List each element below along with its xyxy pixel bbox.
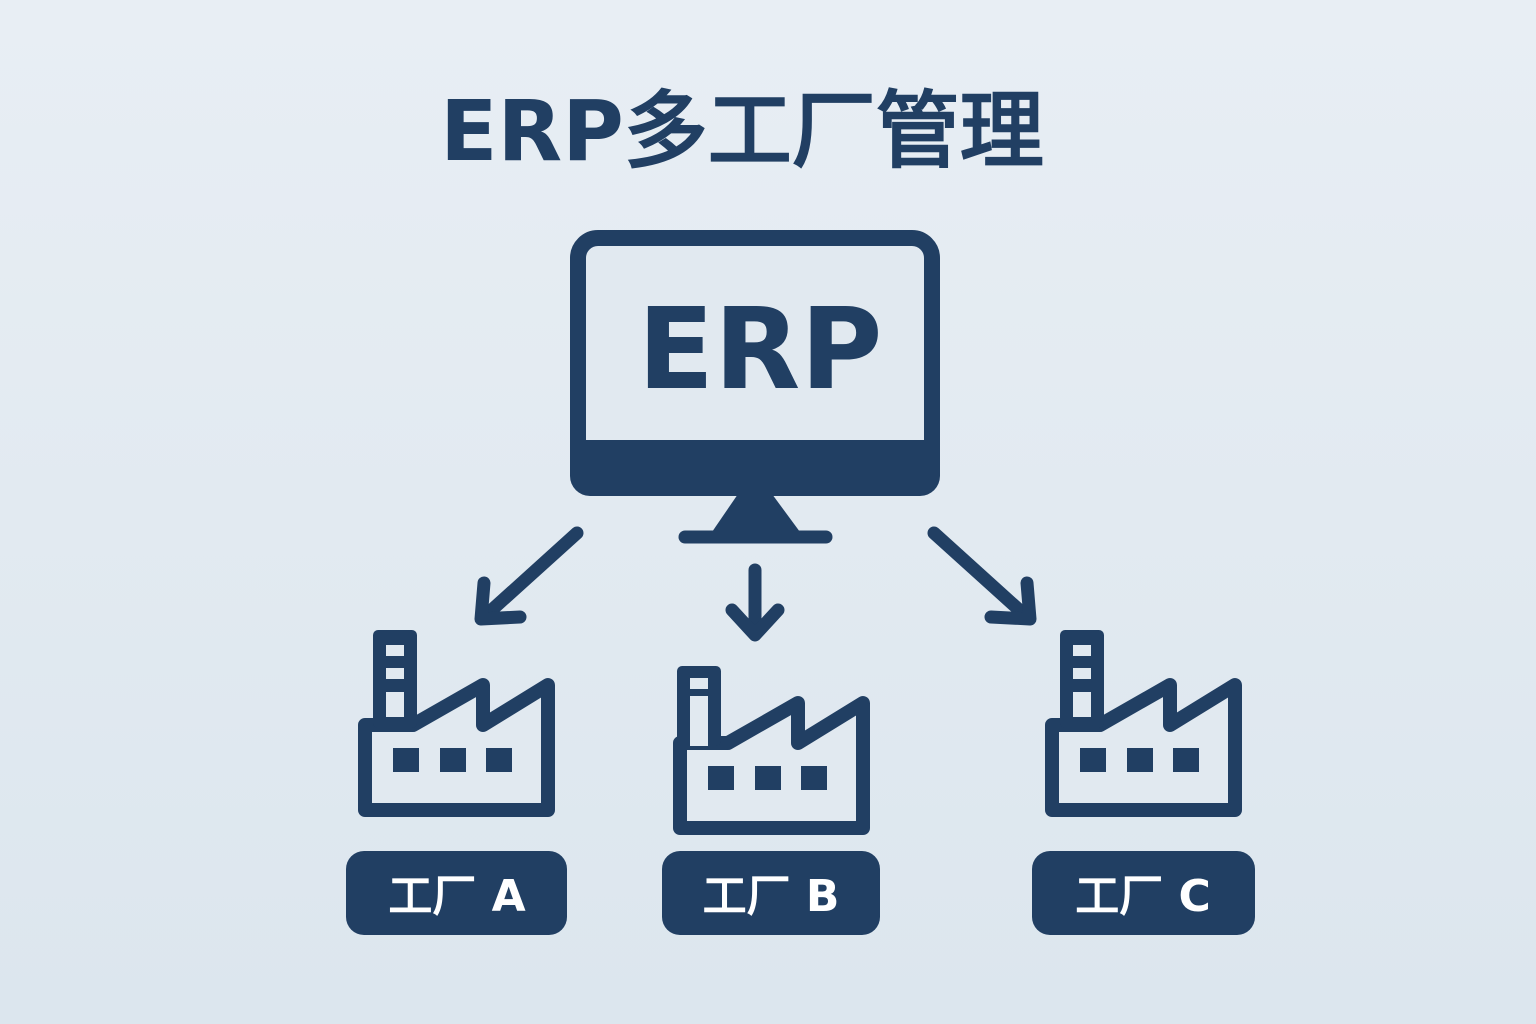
- svg-text:工厂 B: 工厂 B: [703, 871, 840, 922]
- factory-icon-c: [1052, 630, 1235, 810]
- factory-icon-b: [677, 666, 863, 828]
- page-title: ERP多工厂管理: [440, 82, 1044, 180]
- factory-icon-a: [365, 630, 548, 810]
- monitor-icon: [570, 230, 940, 544]
- erp-label: ERP: [638, 285, 883, 415]
- factory-label-a: 工厂 A: [346, 851, 567, 935]
- arrow-to-factory-a: [474, 526, 584, 626]
- arrow-to-factory-c: [927, 526, 1037, 626]
- arrow-to-factory-b: [725, 563, 785, 642]
- svg-text:工厂 A: 工厂 A: [388, 871, 525, 922]
- factory-label-b: 工厂 B: [662, 851, 880, 935]
- svg-text:工厂 C: 工厂 C: [1075, 871, 1211, 922]
- factory-label-c: 工厂 C: [1032, 851, 1255, 935]
